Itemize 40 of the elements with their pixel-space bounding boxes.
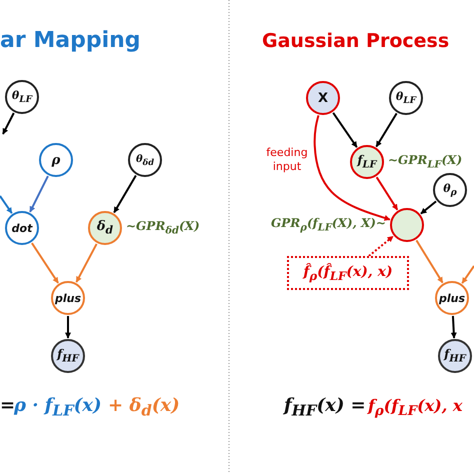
function-circle: δ$_{d}$ xyxy=(88,211,122,245)
equation-text: ρ · f$_{LF}$(x) xyxy=(14,395,102,420)
arrow xyxy=(450,316,457,339)
operation-circle: dot xyxy=(5,211,39,245)
function-circle: f$_{LF}$ xyxy=(350,145,384,179)
arrow xyxy=(314,115,390,221)
arrow xyxy=(461,265,474,284)
arrow xyxy=(376,176,398,210)
parameter-circle: ρ xyxy=(39,143,73,177)
formula-text: GPR$_{ρ}$(f$_{LF}$(X), X)~ xyxy=(271,216,386,234)
arrow xyxy=(376,112,398,148)
function-circle xyxy=(390,208,424,242)
arrow xyxy=(65,316,71,339)
equation-text: f$_{ρ}$(f$_{LF}$(x), x xyxy=(368,396,462,420)
parameter-circle: θ$_{LF}$ xyxy=(5,80,39,114)
formula-text: ~GPR$_{LF}$(X) xyxy=(388,153,462,170)
parameter-circle: θ$_{LF}$ xyxy=(389,81,423,115)
arrow xyxy=(0,195,13,214)
arrow xyxy=(113,175,137,213)
panel-title: Gaussian Process xyxy=(262,30,450,52)
arrow xyxy=(420,200,437,214)
formula-box: f̂$_{ρ}$(f̂$_{LF}$(x), x) xyxy=(287,256,409,290)
equation-text: + δ$_{d}$(x) xyxy=(108,395,180,420)
operation-circle: plus xyxy=(435,281,469,315)
equation-text: = xyxy=(0,395,16,416)
operation-circle: plus xyxy=(51,281,85,315)
input-circle: X xyxy=(306,81,340,115)
equation-text: f$_{HF}$(x) = xyxy=(284,395,366,420)
parameter-circle: θ$_{ρ}$ xyxy=(433,173,467,207)
arrow xyxy=(76,243,98,283)
arrow xyxy=(29,176,49,212)
output-circle: f$_{HF}$ xyxy=(438,339,472,373)
arrow xyxy=(332,112,358,148)
parameter-circle: θ$_{δd}$ xyxy=(128,143,162,177)
arrow xyxy=(2,112,15,135)
arrow xyxy=(31,242,59,284)
output-circle: f$_{HF}$ xyxy=(51,339,85,373)
panel-title: ar Mapping xyxy=(0,28,141,53)
formula-text: ~GPR$_{δd}$(X) xyxy=(126,219,200,236)
leader-line xyxy=(368,236,394,257)
